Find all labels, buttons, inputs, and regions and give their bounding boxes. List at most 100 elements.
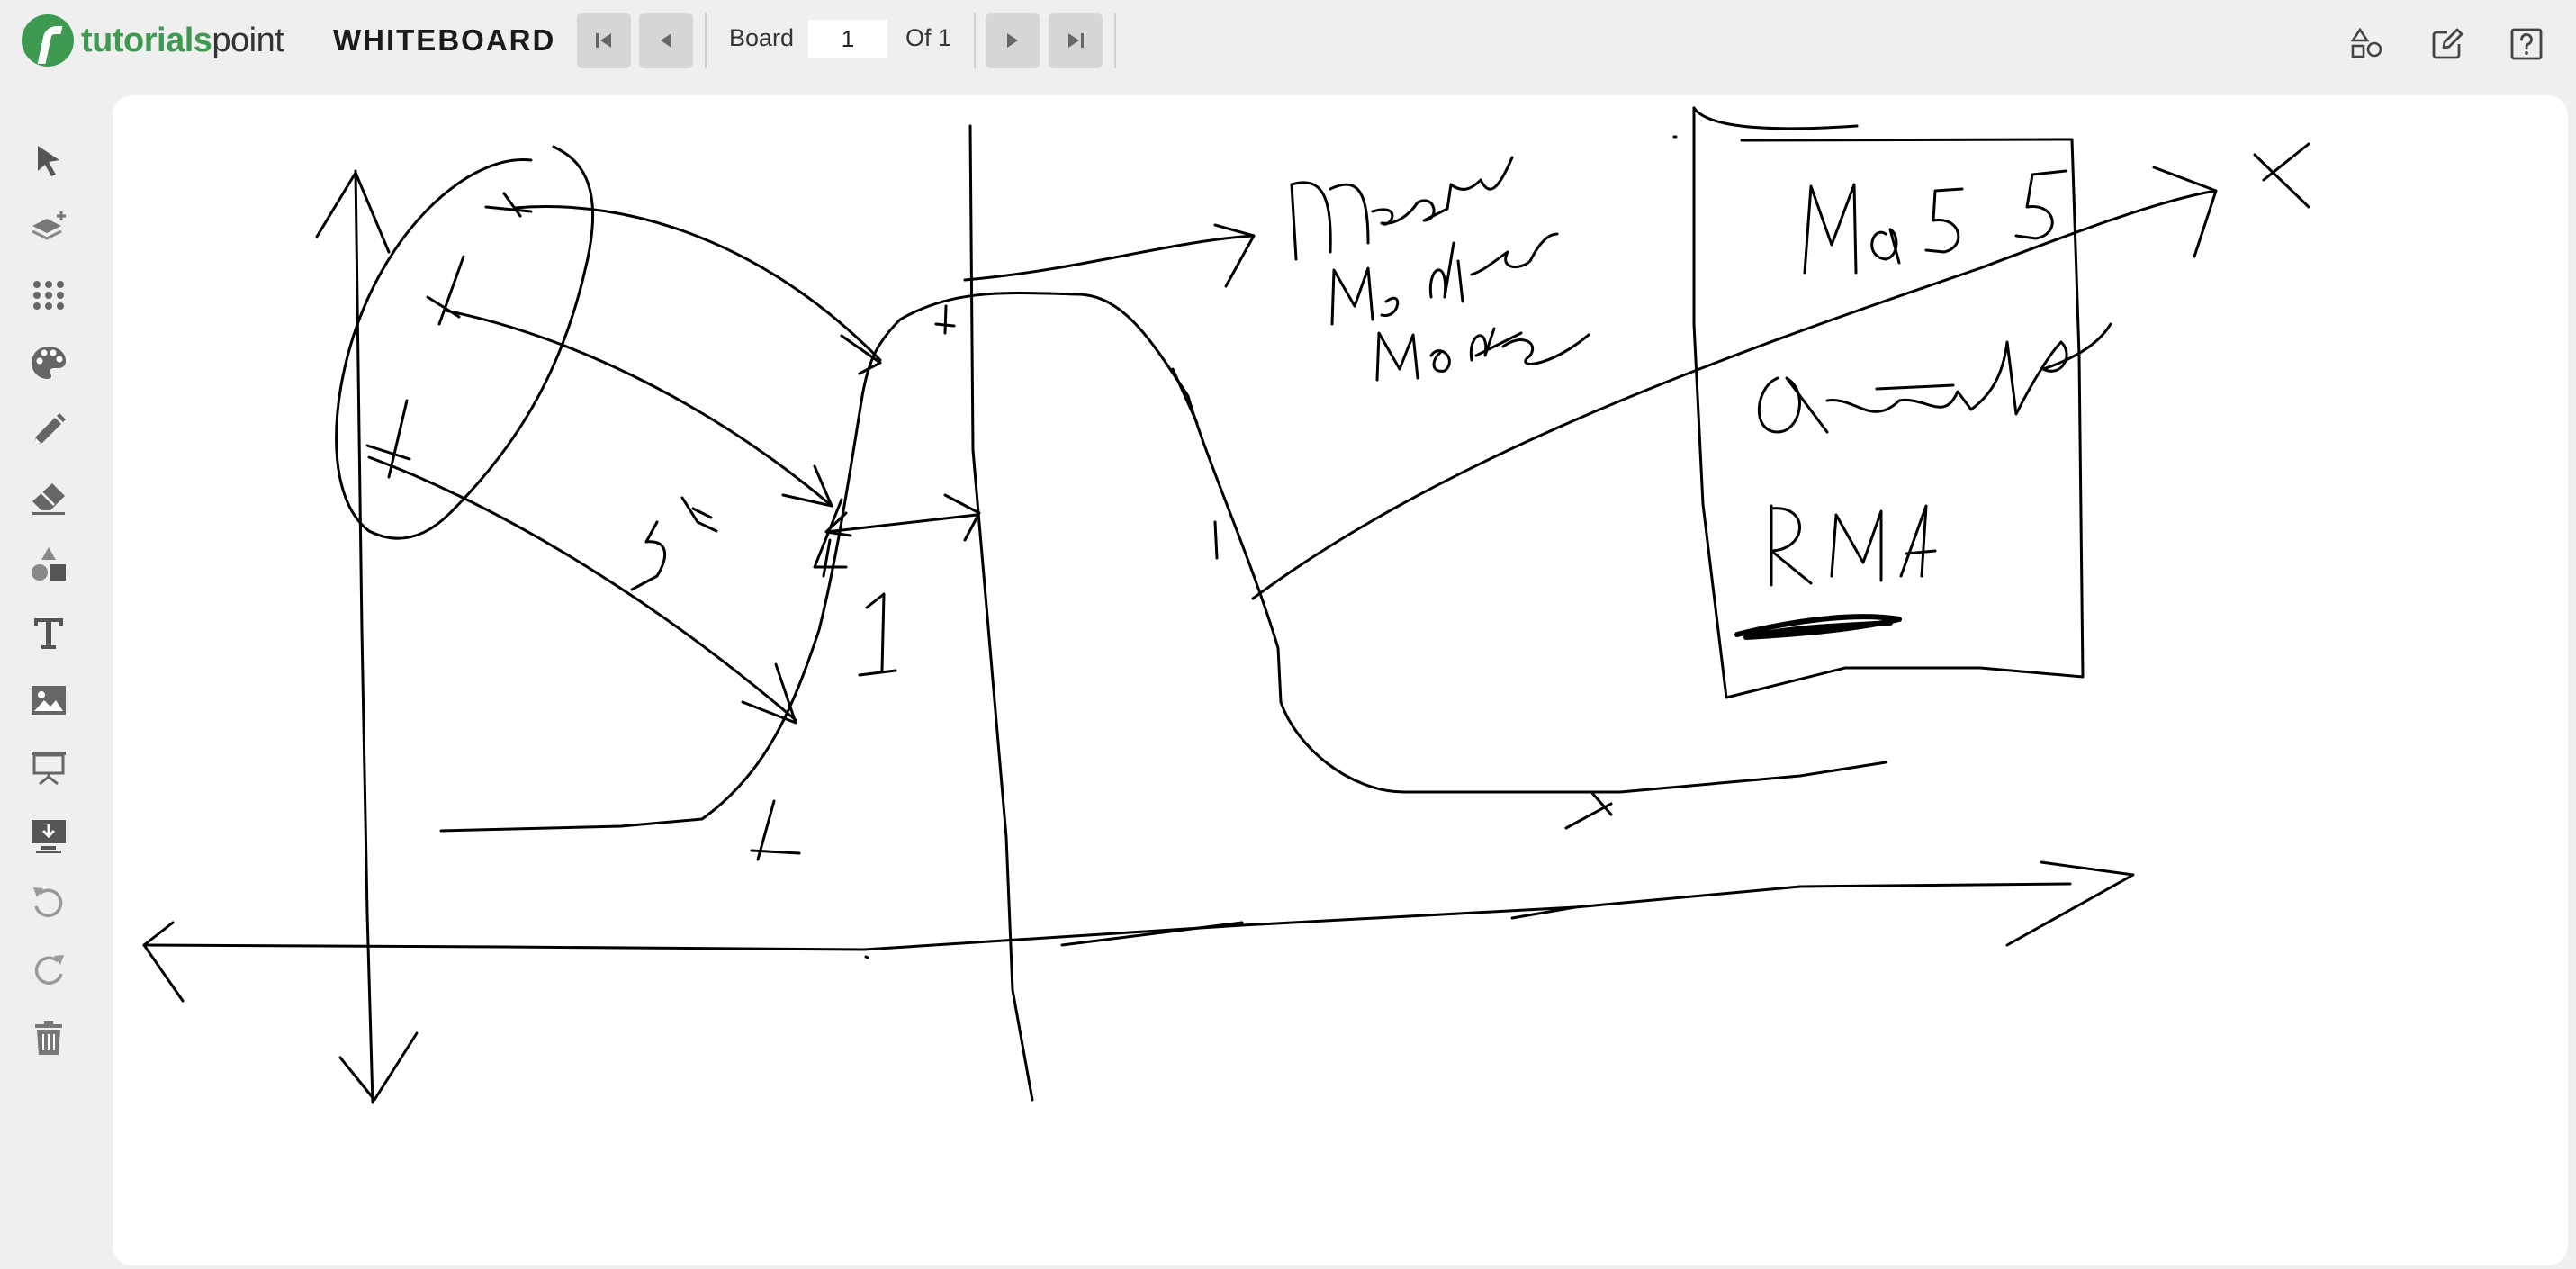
shapes-tool-icon	[32, 547, 66, 580]
x-mark-stroke	[1564, 790, 1613, 830]
freehand-drawing	[142, 106, 2310, 1104]
handwriting-stroke	[1825, 322, 2112, 416]
shapes-button[interactable]	[2348, 25, 2386, 63]
board-count-label: Of 1	[905, 24, 952, 51]
trash-icon	[35, 1021, 62, 1055]
handwriting-stroke	[1899, 504, 1937, 578]
handwriting-stroke	[1875, 383, 1955, 391]
add-layer-tool[interactable]	[25, 204, 72, 251]
screen-capture-icon	[32, 820, 66, 853]
image-tool[interactable]	[25, 677, 72, 724]
handwriting-stroke	[2014, 169, 2067, 240]
board-label: Board	[729, 24, 795, 51]
pencil-icon	[34, 413, 66, 445]
stroke	[1474, 331, 1523, 357]
x-mark-stroke	[365, 399, 411, 479]
first-board-button[interactable]	[577, 13, 631, 68]
tutorialspoint-logo[interactable]: tutorialspoint	[22, 13, 284, 68]
arrow-stroke	[444, 309, 833, 508]
horizontal-axis-stroke	[142, 882, 2072, 951]
box-stroke	[1692, 106, 2085, 699]
undo-icon	[33, 887, 63, 918]
edit-icon	[2432, 28, 2463, 59]
arrowhead-stroke	[2152, 166, 2218, 258]
arrow-stroke	[513, 205, 882, 362]
handwriting-stroke	[1290, 181, 1370, 261]
arrow-stroke	[963, 234, 1256, 282]
logo-text: tutorialspoint	[81, 21, 284, 59]
arrow-stroke	[367, 455, 797, 722]
redo-icon	[34, 955, 64, 986]
stroke	[1510, 905, 1577, 920]
box-stroke	[1692, 106, 1859, 130]
arrowhead-stroke	[142, 921, 185, 1003]
grid-tool[interactable]	[25, 272, 72, 319]
color-palette-icon	[32, 346, 66, 379]
arrow-stroke	[1251, 189, 2218, 600]
last-board-button[interactable]	[1049, 13, 1103, 68]
logo-mark-icon	[22, 14, 74, 67]
top-toolbar: tutorialspoint WHITEBOARD Board Of 1	[0, 0, 2576, 83]
screen-capture-tool[interactable]	[25, 812, 72, 859]
undo-tool[interactable]	[25, 879, 72, 926]
arrowhead-stroke	[781, 464, 833, 508]
eraser-tool[interactable]	[25, 474, 72, 521]
handwriting-stroke	[858, 592, 897, 677]
help-icon	[2510, 28, 2543, 60]
help-button[interactable]	[2508, 25, 2545, 63]
next-icon	[1007, 33, 1018, 48]
text-tool-icon	[34, 618, 63, 649]
x-mark-stroke	[484, 192, 533, 218]
toolbar-separator	[974, 13, 976, 68]
x-mark-stroke	[750, 799, 801, 861]
toolbar-separator	[1114, 13, 1116, 68]
stroke	[1171, 367, 1199, 425]
add-layer-icon	[32, 212, 66, 240]
presentation-icon	[32, 752, 66, 786]
handwriting-stroke	[1870, 228, 1901, 265]
arrowhead-stroke	[943, 493, 981, 542]
skip-first-icon	[596, 33, 611, 48]
handwriting-stroke	[1830, 509, 1883, 582]
text-tool[interactable]	[25, 609, 72, 656]
stroke	[1213, 520, 1219, 560]
handwriting-stroke	[1375, 327, 1590, 382]
prev-board-button[interactable]	[639, 13, 693, 68]
arrowhead-stroke	[741, 662, 797, 724]
select-tool[interactable]	[25, 137, 72, 184]
ellipse-stroke	[335, 145, 594, 540]
handwriting-stroke	[813, 498, 848, 578]
arrowhead-stroke	[1213, 223, 1256, 288]
scribble-stroke	[1734, 614, 1902, 640]
handwriting-stroke	[1330, 232, 1559, 326]
stroke	[1060, 921, 1244, 947]
clear-board-tool[interactable]	[25, 1014, 72, 1061]
image-tool-icon	[32, 686, 66, 715]
x-mark-stroke	[2253, 142, 2310, 209]
toolbar-separator	[705, 13, 707, 68]
handwriting-stroke	[1924, 187, 1964, 254]
shapes-icon	[2350, 27, 2382, 58]
arrowhead-stroke	[2005, 860, 2135, 947]
edit-button[interactable]	[2428, 25, 2466, 63]
board-number-input[interactable]	[808, 20, 887, 58]
vertical-line-stroke	[968, 124, 1034, 1102]
pencil-tool[interactable]	[25, 407, 72, 454]
arrowhead-stroke	[338, 1031, 419, 1102]
prev-icon	[661, 33, 671, 48]
handwriting-stroke	[630, 520, 666, 591]
skip-last-icon	[1068, 33, 1084, 48]
arrowhead-stroke	[824, 511, 852, 537]
x-mark-stroke	[934, 304, 956, 335]
presentation-tool[interactable]	[25, 744, 72, 791]
shapes-tool[interactable]	[25, 542, 72, 589]
arrowhead-stroke	[840, 334, 882, 375]
redo-tool[interactable]	[25, 947, 72, 994]
color-tool[interactable]	[25, 339, 72, 386]
next-board-button[interactable]	[986, 13, 1040, 68]
handwriting-stroke	[1757, 376, 1829, 434]
handwriting-stroke	[1770, 504, 1813, 587]
arrow-stroke	[824, 513, 978, 534]
eraser-icon	[32, 483, 65, 515]
whiteboard-canvas[interactable]	[113, 95, 2568, 1265]
